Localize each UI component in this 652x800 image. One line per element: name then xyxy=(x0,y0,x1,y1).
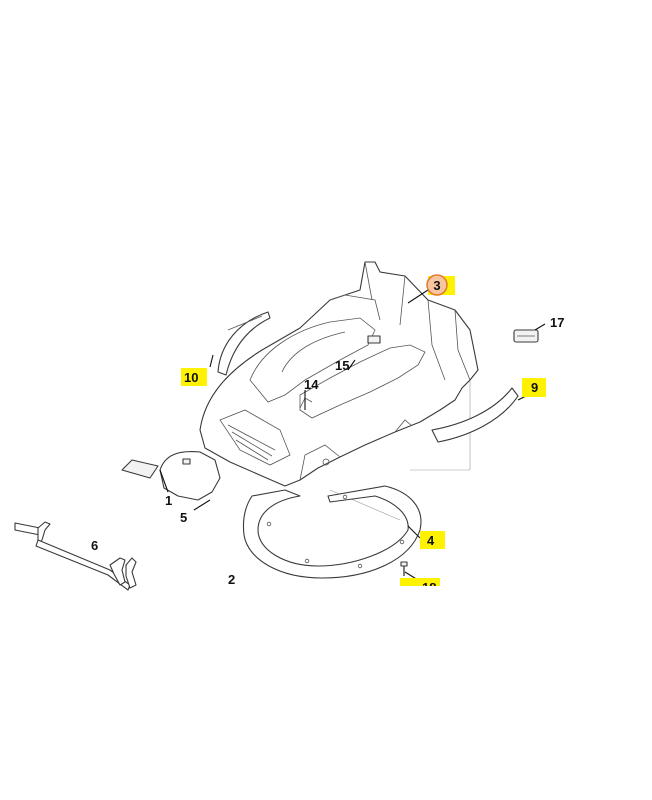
callout-14-label: 14 xyxy=(304,377,319,392)
callout-1-label: 1 xyxy=(165,493,172,508)
side-skirt-right xyxy=(431,387,519,443)
callout-4-label: 4 xyxy=(427,533,435,548)
rear-flap xyxy=(159,451,221,501)
callout-1: 1 xyxy=(165,493,172,508)
callout-10: 10 xyxy=(181,368,207,386)
callout-4: 4 xyxy=(420,531,445,549)
callout-6-label: 6 xyxy=(91,538,98,553)
callout-3-label: 3 xyxy=(433,278,440,293)
label-plate xyxy=(513,329,539,343)
height-adjust-rod xyxy=(14,521,137,591)
callout-9-label: 9 xyxy=(531,380,538,395)
callout-10-label: 10 xyxy=(184,370,198,385)
callout-14: 14 xyxy=(304,377,319,392)
mower-deck-housing xyxy=(199,261,479,487)
leader-lines xyxy=(159,289,546,581)
callout-15: 15 xyxy=(335,358,349,373)
callout-17-label: 17 xyxy=(550,315,564,330)
crop-mask xyxy=(395,586,455,606)
callout-2: 2 xyxy=(228,572,235,587)
callout-9: 9 xyxy=(522,378,546,397)
callout-3: 3 xyxy=(426,274,455,296)
screw xyxy=(400,561,408,576)
side-skirt-left xyxy=(217,311,271,376)
baffle-plate xyxy=(242,485,422,579)
decal xyxy=(121,459,159,479)
callout-15-label: 15 xyxy=(335,358,349,373)
callout-17: 17 xyxy=(550,315,564,330)
callout-6: 6 xyxy=(91,538,98,553)
callout-5-label: 5 xyxy=(180,510,187,525)
callout-2-label: 2 xyxy=(228,572,235,587)
callout-5: 5 xyxy=(180,510,187,525)
